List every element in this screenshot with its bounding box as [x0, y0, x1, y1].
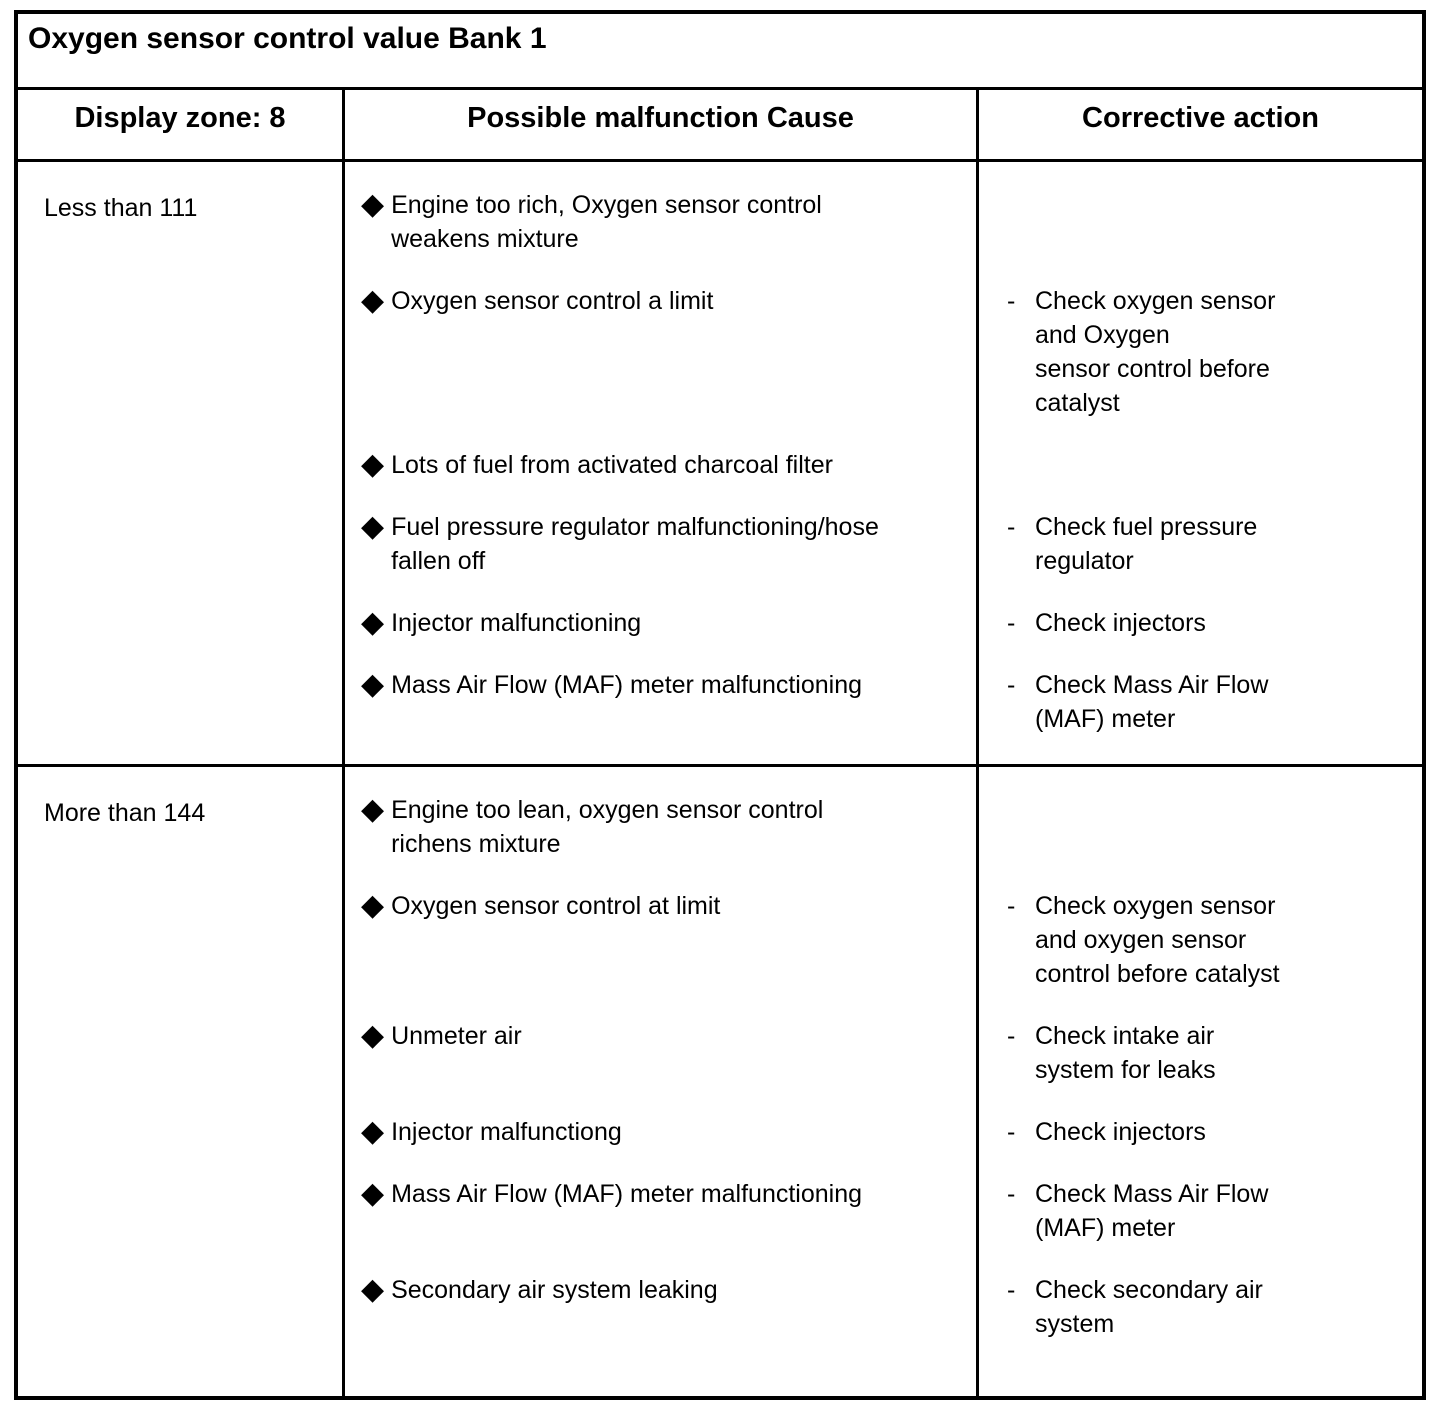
action-cell: -Check injectors [979, 606, 1422, 668]
action-text: Check oxygen sensor and Oxygen sensor co… [1035, 287, 1276, 417]
action-cell: -Check Mass Air Flow (MAF) meter [979, 1177, 1422, 1273]
cause-text: Mass Air Flow (MAF) meter malfunctioning [391, 671, 863, 699]
cause-action-entry: ◆Mass Air Flow (MAF) meter malfunctionin… [345, 668, 1422, 764]
action-cell [979, 767, 1422, 889]
diamond-bullet-icon: ◆ [361, 889, 385, 922]
cause-cell: ◆Mass Air Flow (MAF) meter malfunctionin… [345, 1177, 979, 1273]
diamond-bullet-icon: ◆ [361, 1273, 385, 1306]
action-text: Check intake air system for leaks [1035, 1022, 1216, 1084]
action-text: Check Mass Air Flow (MAF) meter [1035, 671, 1269, 733]
dash-bullet: - [1007, 513, 1016, 541]
cause-cell: ◆Oxygen sensor control a limit [345, 284, 979, 448]
header-display-zone: Display zone: 8 [18, 90, 345, 159]
cause-action-entry: ◆Mass Air Flow (MAF) meter malfunctionin… [345, 1177, 1422, 1273]
action-cell: -Check oxygen sensor and oxygen sensor c… [979, 889, 1422, 1019]
header-corrective-action: Corrective action [1082, 102, 1319, 134]
dash-bullet: - [1007, 609, 1016, 637]
cause-text: Mass Air Flow (MAF) meter malfunctioning [391, 1180, 863, 1208]
cause-cell: ◆Fuel pressure regulator malfunctioning/… [345, 510, 979, 606]
action-cell: -Check Mass Air Flow (MAF) meter [979, 668, 1422, 764]
action-cell: -Check intake air system for leaks [979, 1019, 1422, 1115]
row-entries: ◆Engine too lean, oxygen sensor control … [345, 767, 1422, 1396]
cause-text: Oxygen sensor control at limit [391, 892, 721, 920]
action-text: Check injectors [1035, 609, 1206, 637]
cause-cell: ◆Injector malfunctiong [345, 1115, 979, 1177]
action-text: Check fuel pressure regulator [1035, 513, 1258, 575]
diamond-bullet-icon: ◆ [361, 284, 385, 317]
diamond-bullet-icon: ◆ [361, 448, 385, 481]
cause-text: Injector malfunctioning [391, 609, 642, 637]
action-cell: -Check oxygen sensor and Oxygen sensor c… [979, 284, 1422, 448]
cause-action-entry: ◆Engine too rich, Oxygen sensor control … [345, 162, 1422, 284]
table-row: Less than 111◆Engine too rich, Oxygen se… [18, 162, 1422, 764]
cause-cell: ◆Lots of fuel from activated charcoal fi… [345, 448, 979, 510]
diagnostic-table: Oxygen sensor control value Bank 1 Displ… [14, 10, 1426, 1400]
dash-bullet: - [1007, 1118, 1016, 1146]
cause-cell: ◆Unmeter air [345, 1019, 979, 1115]
dash-bullet: - [1007, 1276, 1016, 1304]
table-body: Less than 111◆Engine too rich, Oxygen se… [18, 162, 1422, 1396]
display-zone-value: Less than 111 [18, 162, 345, 764]
diamond-bullet-icon: ◆ [361, 668, 385, 701]
action-cell: -Check secondary air system [979, 1273, 1422, 1396]
diamond-bullet-icon: ◆ [361, 188, 385, 221]
cause-text: Injector malfunctiong [391, 1118, 622, 1146]
display-zone-value: More than 144 [18, 767, 345, 1396]
cause-action-entry: ◆Secondary air system leaking-Check seco… [345, 1273, 1422, 1396]
cause-text: Lots of fuel from activated charcoal fil… [391, 451, 833, 479]
dash-bullet: - [1007, 892, 1016, 920]
diamond-bullet-icon: ◆ [361, 1177, 385, 1210]
cause-text: Secondary air system leaking [391, 1276, 718, 1304]
action-text: Check secondary air system [1035, 1276, 1263, 1338]
action-cell [979, 162, 1422, 284]
action-cell [979, 448, 1422, 510]
cause-action-entry: ◆Engine too lean, oxygen sensor control … [345, 767, 1422, 889]
cause-text: Unmeter air [391, 1022, 522, 1050]
dash-bullet: - [1007, 1022, 1016, 1050]
action-cell: -Check fuel pressure regulator [979, 510, 1422, 606]
action-cell: -Check injectors [979, 1115, 1422, 1177]
cause-action-entry: ◆Unmeter air-Check intake air system for… [345, 1019, 1422, 1115]
diamond-bullet-icon: ◆ [361, 1019, 385, 1052]
dash-bullet: - [1007, 287, 1016, 315]
cause-text: Engine too rich, Oxygen sensor control w… [391, 191, 822, 253]
table-row: More than 144◆Engine too lean, oxygen se… [18, 764, 1422, 1396]
cause-action-entry: ◆Oxygen sensor control a limit-Check oxy… [345, 284, 1422, 448]
diamond-bullet-icon: ◆ [361, 606, 385, 639]
action-text: Check Mass Air Flow (MAF) meter [1035, 1180, 1269, 1242]
cause-cell: ◆Engine too lean, oxygen sensor control … [345, 767, 979, 889]
action-text: Check injectors [1035, 1118, 1206, 1146]
table-header-row: Display zone: 8 Possible malfunction Cau… [18, 90, 1422, 162]
diamond-bullet-icon: ◆ [361, 1115, 385, 1148]
cause-cell: ◆Engine too rich, Oxygen sensor control … [345, 162, 979, 284]
dash-bullet: - [1007, 1180, 1016, 1208]
cause-cell: ◆Mass Air Flow (MAF) meter malfunctionin… [345, 668, 979, 764]
cause-action-entry: ◆Injector malfunctioning-Check injectors [345, 606, 1422, 668]
dash-bullet: - [1007, 671, 1016, 699]
row-entries: ◆Engine too rich, Oxygen sensor control … [345, 162, 1422, 764]
cause-text: Engine too lean, oxygen sensor control r… [391, 796, 824, 858]
action-text: Check oxygen sensor and oxygen sensor co… [1035, 892, 1280, 988]
cause-text: Oxygen sensor control a limit [391, 287, 714, 315]
cause-text: Fuel pressure regulator malfunctioning/h… [391, 513, 879, 575]
cause-action-entry: ◆Fuel pressure regulator malfunctioning/… [345, 510, 1422, 606]
cause-cell: ◆Injector malfunctioning [345, 606, 979, 668]
diamond-bullet-icon: ◆ [361, 793, 385, 826]
table-title: Oxygen sensor control value Bank 1 [18, 14, 1422, 90]
cause-cell: ◆Oxygen sensor control at limit [345, 889, 979, 1019]
diamond-bullet-icon: ◆ [361, 510, 385, 543]
cause-action-entry: ◆Lots of fuel from activated charcoal fi… [345, 448, 1422, 510]
header-possible-malfunction-cause: Possible malfunction Cause [345, 90, 979, 159]
cause-cell: ◆Secondary air system leaking [345, 1273, 979, 1396]
cause-action-entry: ◆Injector malfunctiong-Check injectors [345, 1115, 1422, 1177]
cause-action-entry: ◆Oxygen sensor control at limit-Check ox… [345, 889, 1422, 1019]
